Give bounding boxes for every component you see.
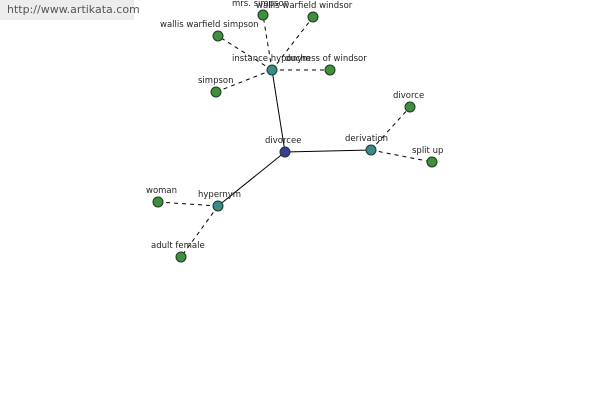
leaf-node-simpson[interactable]: simpson bbox=[198, 76, 233, 98]
edge-derivation-divorce bbox=[370, 106, 411, 151]
edges-layer bbox=[157, 14, 433, 258]
relation-node-hypernym[interactable]: hypernym bbox=[198, 190, 241, 212]
leaf-node-dot[interactable] bbox=[404, 101, 416, 113]
leaf-node-dot[interactable] bbox=[324, 64, 336, 76]
edge-divorcee-instance-hyponym bbox=[271, 69, 286, 153]
leaf-node-wallis-warfield-simpson[interactable]: wallis warfield simpson bbox=[160, 20, 259, 42]
leaf-node-dot[interactable] bbox=[210, 86, 222, 98]
edge-derivation-split-up bbox=[370, 149, 433, 163]
leaf-node-dot[interactable] bbox=[175, 251, 187, 263]
leaf-node-dot[interactable] bbox=[212, 30, 224, 42]
edge-instance-hyponym-wallis-warfield-windsor bbox=[271, 16, 314, 71]
leaf-node-label: mrs. simpson bbox=[232, 0, 289, 9]
edge-hypernym-woman bbox=[157, 201, 219, 207]
leaf-node-label: divorce bbox=[393, 91, 424, 101]
relation-node-dot[interactable] bbox=[266, 64, 278, 76]
leaf-node-label: adult female bbox=[151, 241, 205, 251]
leaf-node-mrs-simpson[interactable]: mrs. simpson bbox=[232, 0, 289, 21]
edge-divorcee-hypernym bbox=[217, 151, 286, 207]
relation-node-derivation[interactable]: derivation bbox=[345, 134, 388, 156]
relation-node-dot[interactable] bbox=[365, 144, 377, 156]
relation-node-instance-hyponym[interactable]: instance hyponym bbox=[232, 54, 310, 76]
relation-node-dot[interactable] bbox=[212, 200, 224, 212]
site-url-link[interactable]: http://www.artikata.com bbox=[0, 0, 140, 20]
leaf-node-dot[interactable] bbox=[257, 9, 269, 21]
relation-node-label: hypernym bbox=[198, 190, 241, 200]
leaf-node-adult-female[interactable]: adult female bbox=[151, 241, 205, 263]
root-node-dot[interactable] bbox=[279, 146, 291, 158]
leaf-node-label: wallis warfield windsor bbox=[256, 1, 353, 11]
edge-divorcee-derivation bbox=[284, 149, 372, 153]
leaf-node-label: wallis warfield simpson bbox=[160, 20, 259, 30]
edge-instance-hyponym-mrs-simpson bbox=[262, 14, 273, 71]
leaf-node-label: woman bbox=[146, 186, 177, 196]
relation-node-label: derivation bbox=[345, 134, 388, 144]
leaf-node-wallis-warfield-windsor[interactable]: wallis warfield windsor bbox=[256, 1, 353, 23]
leaf-node-split-up[interactable]: split up bbox=[412, 146, 443, 168]
edge-hypernym-adult-female bbox=[180, 205, 219, 258]
leaf-node-dot[interactable] bbox=[307, 11, 319, 23]
relation-node-label: instance hyponym bbox=[232, 54, 310, 64]
leaf-node-divorce[interactable]: divorce bbox=[393, 91, 424, 113]
leaf-node-duchess-of-windsor[interactable]: duchess of windsor bbox=[285, 54, 367, 76]
edge-instance-hyponym-wallis-warfield-simpson bbox=[217, 35, 273, 71]
edge-instance-hyponym-simpson bbox=[215, 69, 273, 93]
leaf-node-woman[interactable]: woman bbox=[146, 186, 177, 208]
root-node-label: divorcee bbox=[265, 136, 301, 146]
leaf-node-label: split up bbox=[412, 146, 443, 156]
leaf-node-label: duchess of windsor bbox=[285, 54, 367, 64]
leaf-node-dot[interactable] bbox=[152, 196, 164, 208]
leaf-node-label: simpson bbox=[198, 76, 233, 86]
root-node-divorcee[interactable]: divorcee bbox=[265, 136, 301, 158]
leaf-node-dot[interactable] bbox=[426, 156, 438, 168]
